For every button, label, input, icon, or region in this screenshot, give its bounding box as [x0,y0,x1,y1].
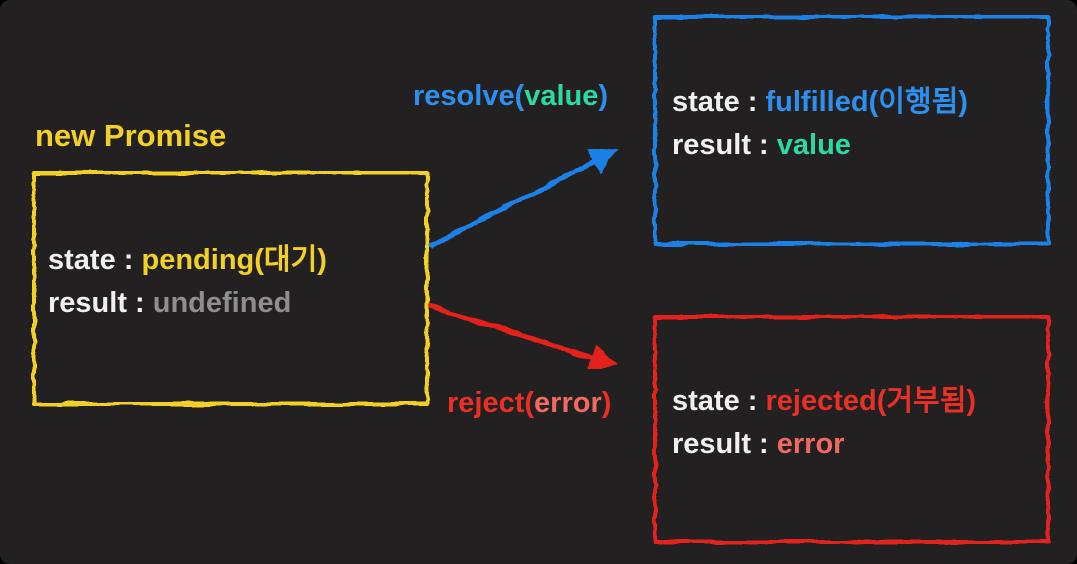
resolve-label-open: resolve( [413,80,525,112]
resolve-label: resolve(value) [413,82,608,111]
rejected-result-line: result : error [672,423,976,466]
fulfilled-result-line: result : value [672,124,968,167]
resolve-label-arg: value [524,80,599,112]
reject-arrow [426,303,618,371]
resolve-arrow [428,149,618,249]
reject-label-close: ) [601,387,612,419]
rejected-box-border [653,315,1050,544]
result-value: value [776,129,851,161]
resolve-label-close: ) [598,80,609,112]
pending-box-border [32,171,429,406]
rejected-state-line: state : rejected(거부됨) [672,380,976,423]
reject-label: reject(error) [447,389,611,418]
result-label: result : [48,287,153,319]
promise-fulfilled-box: state : fulfilled(이행됨) result : value [653,15,1050,246]
reject-label-arg: error [534,387,602,419]
state-value: pending(대기) [141,244,327,276]
state-value: fulfilled(이행됨) [765,86,968,118]
result-label: result : [672,129,777,161]
new-promise-title: new Promise [35,118,227,153]
result-value: undefined [152,287,292,319]
promise-rejected-box: state : rejected(거부됨) result : error [653,315,1050,544]
pending-result-line: result : undefined [48,282,327,325]
fulfilled-state-line: state : fulfilled(이행됨) [672,81,968,124]
result-value: error [776,428,845,460]
pending-box-text: state : pending(대기) result : undefined [48,239,327,325]
promise-pending-box: state : pending(대기) result : undefined [32,171,429,406]
state-label: state : [672,86,766,118]
fulfilled-box-text: state : fulfilled(이행됨) result : value [672,81,968,167]
rejected-box-text: state : rejected(거부됨) result : error [672,380,976,466]
state-value: rejected(거부됨) [765,385,977,417]
reject-label-open: reject( [447,387,535,419]
state-label: state : [48,244,142,276]
result-label: result : [672,428,777,460]
pending-state-line: state : pending(대기) [48,239,327,282]
fulfilled-box-border [653,15,1050,246]
state-label: state : [672,385,766,417]
